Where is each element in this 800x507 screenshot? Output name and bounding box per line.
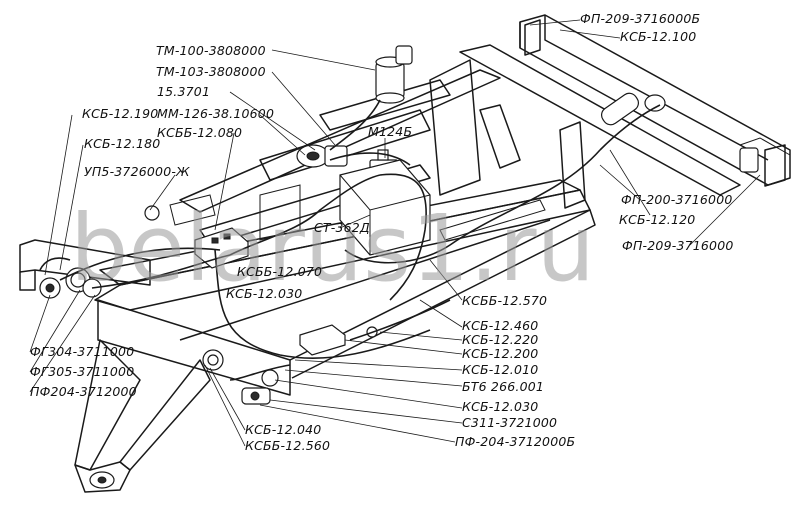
label-fg305: ФГ305-3711000 <box>30 364 134 379</box>
label-ksb-12-190: КСБ-12.190 <box>82 106 158 121</box>
wiring-harness <box>39 99 661 381</box>
watermark-text: belarus1.ru <box>70 195 595 302</box>
label-15-3701: 15.3701 <box>157 84 210 99</box>
label-ksb-12-100: КСБ-12.100 <box>620 29 696 44</box>
label-ksb-12-120: КСБ-12.120 <box>619 212 695 227</box>
label-fp200: ФП-200-3716000 <box>621 192 733 207</box>
label-ksb-12-040: КСБ-12.040 <box>245 422 321 437</box>
label-bt6-266: БТ6 266.001 <box>462 379 544 394</box>
label-ksb-12-010: КСБ-12.010 <box>462 362 538 377</box>
label-ksbb-12-070: КСББ-12.070 <box>237 264 322 279</box>
label-ksb-12-200: КСБ-12.200 <box>462 346 538 361</box>
label-ksb-12-220: КСБ-12.220 <box>462 332 538 347</box>
label-upb-3726: УП5-3726000-Ж <box>84 164 190 179</box>
label-fp209-right: ФП-209-3716000 <box>622 238 734 253</box>
label-pf204-right: ПФ-204-3712000Б <box>455 434 575 449</box>
part-labels: ФП-209-3716000Б КСБ-12.100 ТМ-100-380800… <box>30 11 734 453</box>
label-mm-126: ММ-126-38.10600 <box>157 106 274 121</box>
label-fg304: ФГ304-3711000 <box>30 344 134 359</box>
label-ksb-12-180: КСБ-12.180 <box>84 136 160 151</box>
label-ksb-12-030: КСБ-12.030 <box>462 399 538 414</box>
label-s311: С311-3721000 <box>462 415 557 430</box>
label-pf204-left: ПФ204-3712000 <box>30 384 137 399</box>
label-tm-100: ТМ-100-3808000 <box>156 43 266 58</box>
label-m124b: М124Б <box>368 124 412 139</box>
leader-lines <box>29 19 761 447</box>
label-ksbb-12-570: КСББ-12.570 <box>462 293 547 308</box>
chassis-frame <box>19 14 791 493</box>
label-tm-103: ТМ-103-3808000 <box>156 64 266 79</box>
components <box>39 45 759 405</box>
label-ksbb-12-080: КСББ-12.080 <box>157 125 242 140</box>
label-ksb-12-460: КСБ-12.460 <box>462 318 538 333</box>
label-ksbb-12-560: КСББ-12.560 <box>245 438 330 453</box>
label-fp209-top: ФП-209-3716000Б <box>580 11 700 26</box>
label-st-362: СТ-362Д <box>314 220 370 235</box>
label-ksb-12-030-mid: КСБ-12.030 <box>226 286 302 301</box>
